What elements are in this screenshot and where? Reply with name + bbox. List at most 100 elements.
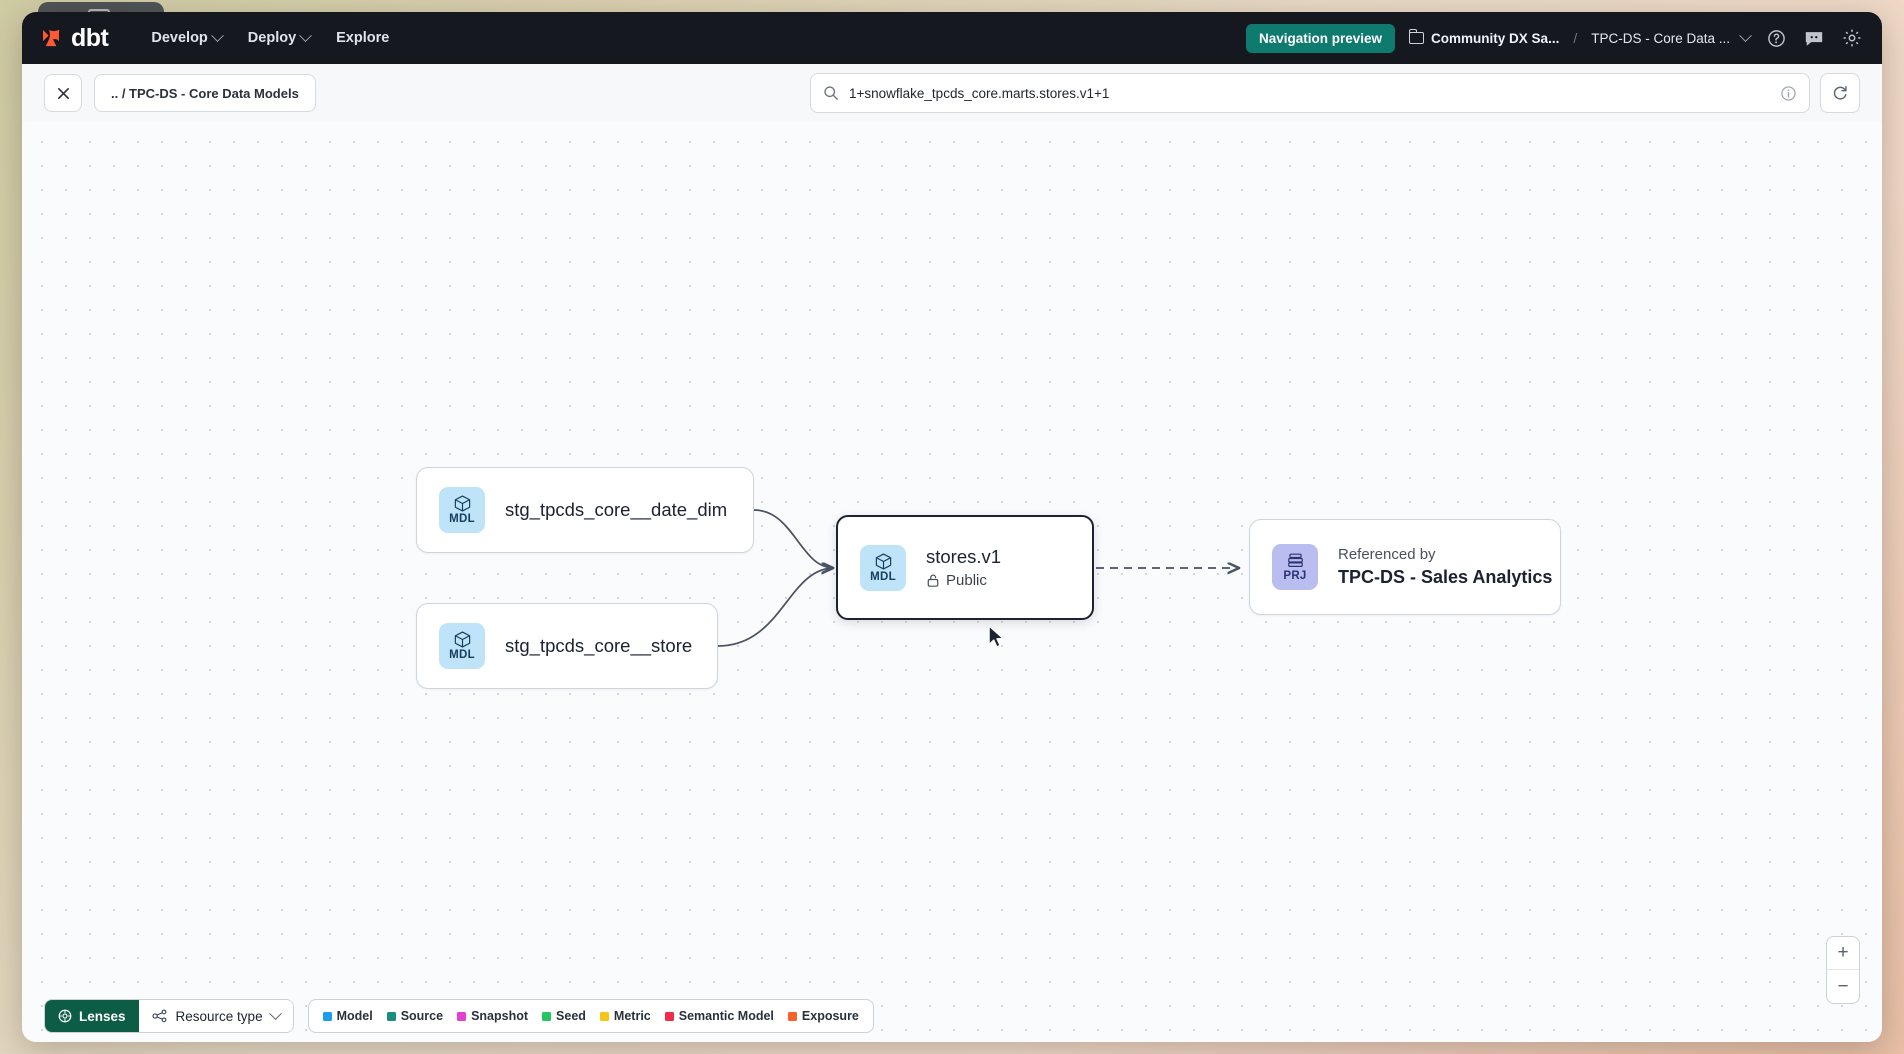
- lens-control-group: Lenses Resource type: [44, 999, 294, 1033]
- node-content: stores.v1 Public: [926, 546, 1001, 589]
- legend-label: Metric: [613, 1009, 651, 1023]
- zoom-out-button[interactable]: −: [1837, 975, 1849, 997]
- reset-graph-button[interactable]: [1820, 73, 1860, 113]
- node-type-badge-mdl: MDL: [439, 487, 485, 533]
- zoom-in-button[interactable]: +: [1827, 937, 1859, 970]
- info-circle-icon[interactable]: [1780, 85, 1797, 102]
- node-content: stg_tpcds_core__date_dim: [505, 499, 727, 521]
- lineage-edges: [717, 509, 1882, 647]
- chevron-down-icon: [1739, 28, 1752, 42]
- legend-label: Source: [400, 1009, 444, 1023]
- breadcrumb-account[interactable]: Community DX Sa...: [1408, 29, 1560, 46]
- nav-item-develop-label: Develop: [151, 30, 208, 46]
- legend-swatch: [542, 1011, 552, 1021]
- node-title: stores.v1: [926, 546, 1002, 567]
- dbt-logo[interactable]: dbt: [38, 23, 109, 52]
- lineage-canvas[interactable]: MDL stg_tpcds_core__date_dim MDL stg_tpc…: [22, 122, 1882, 1042]
- nav-item-deploy[interactable]: Deploy: [235, 23, 323, 53]
- chevron-down-icon: [268, 1006, 282, 1020]
- legend-item-metric: Metric: [599, 1009, 651, 1023]
- legend-label: Model: [336, 1009, 373, 1023]
- folder-icon: [1408, 29, 1425, 44]
- breadcrumb-project-label: TPC-DS - Core Data ...: [1591, 30, 1730, 46]
- edge-store-to-stores: [717, 568, 834, 647]
- lineage-search-box[interactable]: [810, 73, 1810, 113]
- node-project-name: TPC-DS - Sales Analytics: [1338, 567, 1553, 587]
- node-content: stg_tpcds_core__store: [505, 635, 692, 657]
- close-lineage-button[interactable]: [44, 74, 82, 112]
- cube-icon: [454, 631, 470, 648]
- resource-type-legend: Model Source Snapshot Seed: [307, 999, 874, 1033]
- project-stack-icon: [1287, 553, 1303, 568]
- dbt-wordmark: dbt: [71, 23, 109, 52]
- legend-swatch: [664, 1011, 674, 1021]
- chevron-down-icon: [299, 28, 313, 42]
- cube-icon: [875, 553, 891, 570]
- lineage-toolbar: .. / TPC-DS - Core Data Models: [22, 64, 1882, 122]
- graph-node-model-date-dim[interactable]: MDL stg_tpcds_core__date_dim: [416, 467, 754, 553]
- node-eyebrow-label: Referenced by: [1338, 546, 1436, 563]
- legend-swatch: [322, 1011, 332, 1021]
- legend-label: Snapshot: [471, 1009, 529, 1023]
- edge-date-dim-to-stores: [753, 509, 834, 568]
- breadcrumb-project[interactable]: TPC-DS - Core Data ...: [1591, 28, 1752, 46]
- gear-glyph: [1843, 29, 1861, 47]
- lineage-bottom-bar: Lenses Resource type: [22, 990, 1882, 1042]
- nav-item-deploy-label: Deploy: [247, 30, 297, 46]
- cube-icon: [454, 495, 470, 512]
- node-access-row: Public: [926, 572, 1001, 589]
- node-type-badge-mdl: MDL: [439, 623, 485, 669]
- resource-type-icon: [151, 1009, 166, 1023]
- node-access-label: Public: [946, 572, 987, 589]
- node-type-badge-label: MDL: [449, 513, 475, 526]
- node-title: stg_tpcds_core__date_dim: [505, 499, 728, 520]
- legend-swatch: [599, 1011, 609, 1021]
- legend-item-model: Model: [322, 1009, 373, 1023]
- gear-icon[interactable]: [1840, 26, 1864, 50]
- chevron-down-icon: [210, 28, 224, 42]
- close-icon: [57, 87, 69, 99]
- lenses-label: Lenses: [79, 1008, 126, 1024]
- legend-swatch: [386, 1011, 396, 1021]
- legend-item-exposure: Exposure: [787, 1009, 859, 1023]
- node-type-badge-label: PRJ: [1283, 570, 1307, 583]
- node-content: Referenced by TPC-DS - Sales Analytics: [1338, 546, 1553, 588]
- graph-node-model-stores-v1[interactable]: MDL stores.v1 Public: [836, 515, 1094, 620]
- help-circle-glyph: [1767, 29, 1785, 47]
- feedback-chat-glyph: [1805, 31, 1823, 46]
- app-window: dbt Develop Deploy Explore Navigation pr…: [22, 12, 1882, 1042]
- node-type-badge-mdl: MDL: [860, 544, 906, 591]
- lineage-breadcrumb-chip[interactable]: .. / TPC-DS - Core Data Models: [94, 74, 316, 112]
- search-zone: [810, 73, 1860, 113]
- resource-type-label: Resource type: [175, 1008, 263, 1024]
- help-circle-icon[interactable]: [1764, 26, 1788, 50]
- graph-node-project-referenced-by[interactable]: PRJ Referenced by TPC-DS - Sales Analyti…: [1249, 519, 1561, 615]
- nav-item-explore-label: Explore: [336, 30, 390, 46]
- refresh-icon: [1833, 85, 1847, 100]
- legend-item-seed: Seed: [542, 1009, 586, 1023]
- search-input[interactable]: [849, 85, 1770, 101]
- navigation-preview-button[interactable]: Navigation preview: [1246, 23, 1396, 53]
- navbar-right-group: Navigation preview Community DX Sa... / …: [1246, 23, 1864, 53]
- zoom-controls: + −: [1826, 936, 1860, 1004]
- breadcrumb-account-label: Community DX Sa...: [1431, 30, 1560, 46]
- unlock-icon: [927, 574, 939, 587]
- resource-type-dropdown[interactable]: Resource type: [138, 1000, 293, 1032]
- nav-item-develop[interactable]: Develop: [138, 23, 234, 53]
- graph-node-model-store[interactable]: MDL stg_tpcds_core__store: [416, 603, 718, 689]
- feedback-chat-icon[interactable]: [1802, 26, 1826, 50]
- search-icon: [824, 86, 838, 100]
- legend-label: Exposure: [801, 1009, 859, 1023]
- node-title: stg_tpcds_core__store: [505, 635, 693, 656]
- legend-item-semantic-model: Semantic Model: [664, 1009, 774, 1023]
- dbt-logo-icon: [43, 29, 60, 47]
- lenses-button[interactable]: Lenses: [45, 1000, 139, 1032]
- nav-item-explore[interactable]: Explore: [323, 23, 402, 53]
- legend-swatch: [457, 1011, 467, 1021]
- node-type-badge-label: MDL: [870, 570, 896, 583]
- legend-swatch: [787, 1011, 797, 1021]
- breadcrumb-separator: /: [1573, 30, 1578, 46]
- legend-item-snapshot: Snapshot: [457, 1009, 528, 1023]
- legend-label: Semantic Model: [678, 1009, 774, 1023]
